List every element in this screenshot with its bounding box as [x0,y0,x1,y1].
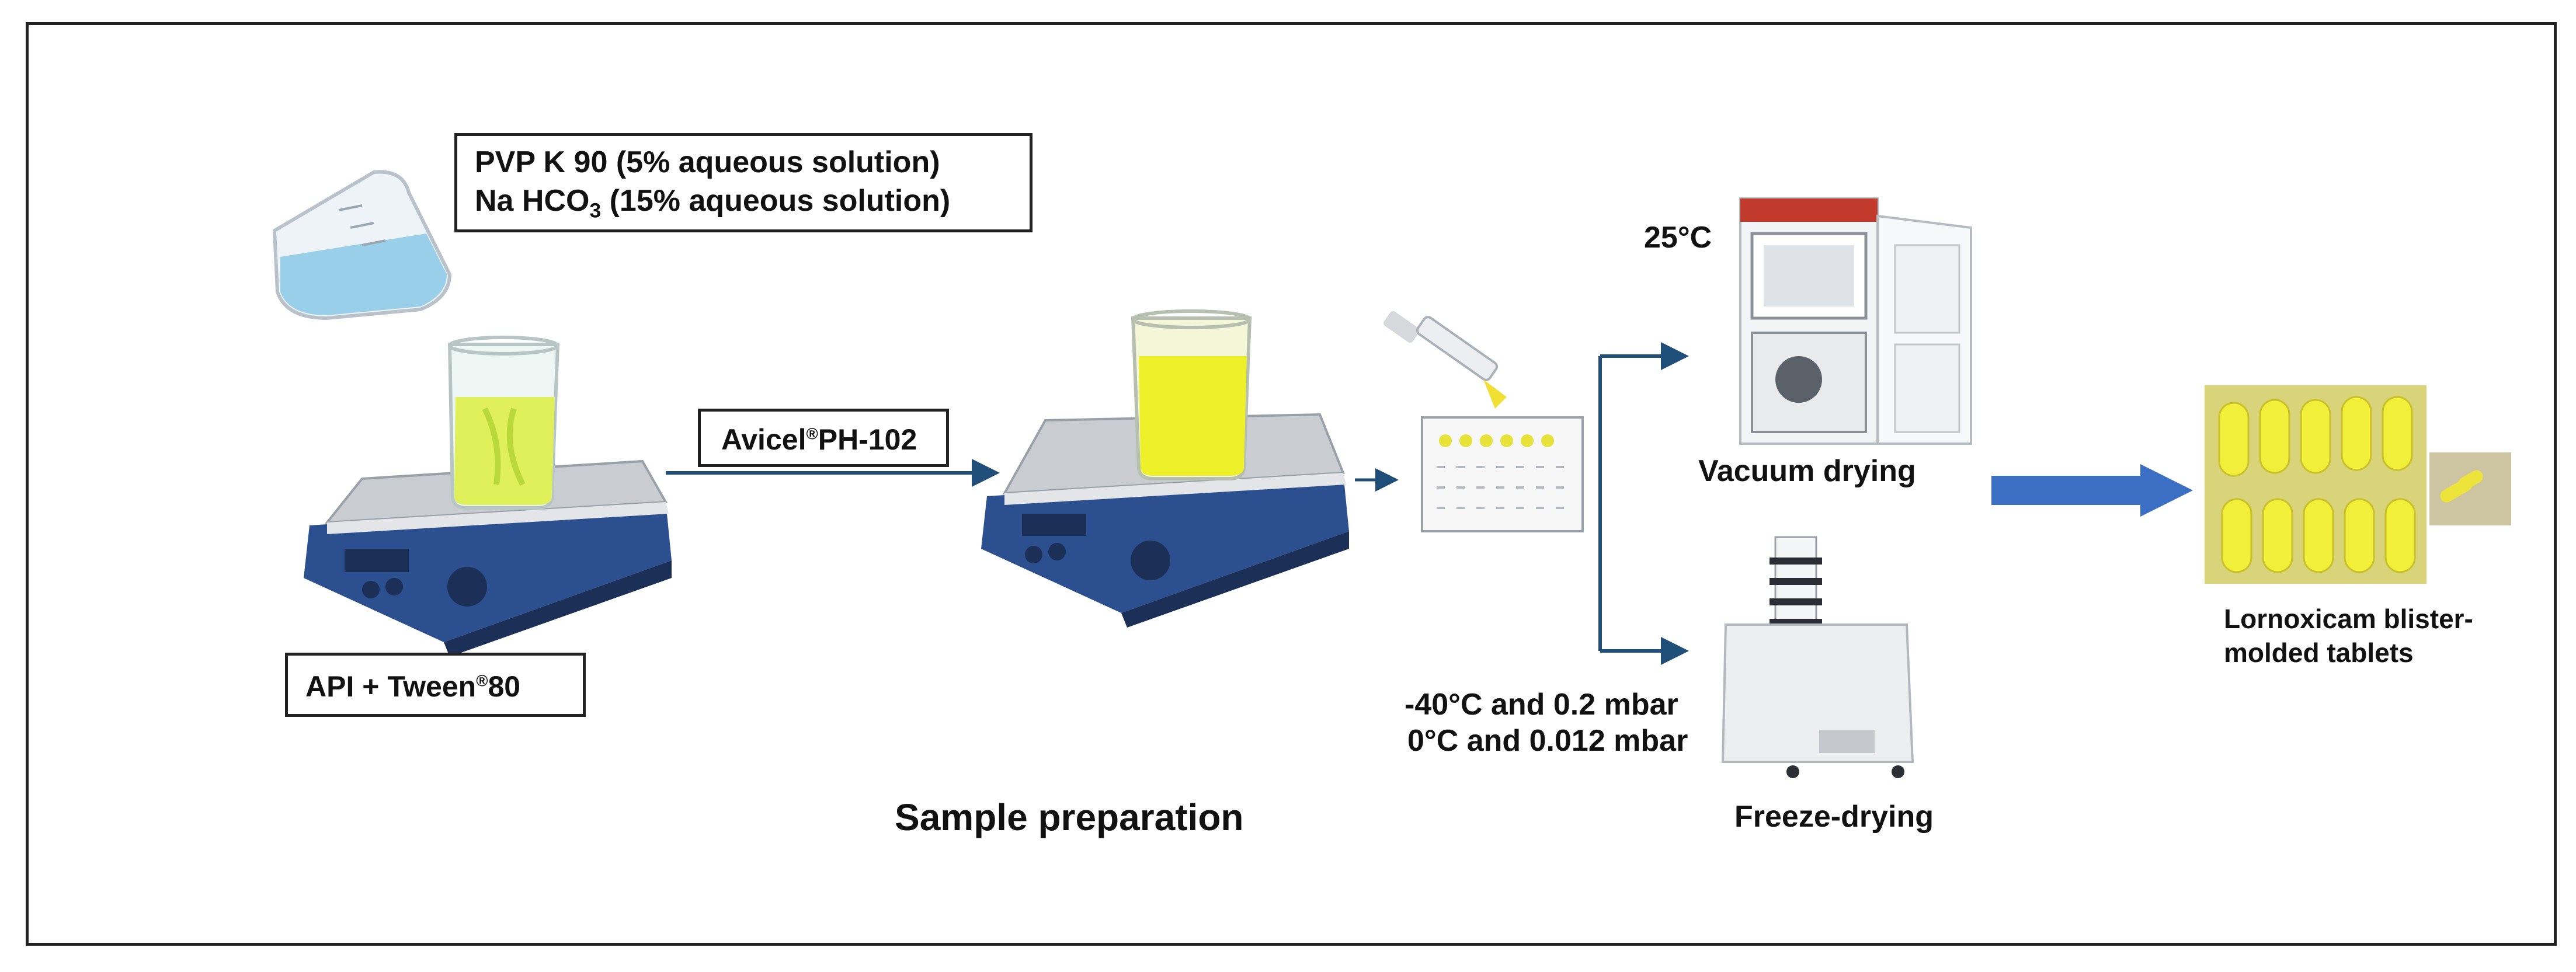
product-label-line2: molded tablets [2224,637,2414,668]
reagents-box: PVP K 90 (5% aqueous solution) Na HCO3 (… [454,133,1033,232]
stage-title: Sample preparation [895,796,1244,838]
blister-tray-icon [1421,416,1584,532]
product-label-line1: Lornoxicam blister- [2224,604,2473,634]
pouring-beaker-icon [272,170,452,320]
figure-border [26,22,2557,946]
freeze-condition-1: -40°C and 0.2 mbar [1405,688,1678,722]
pvp-label: PVP K 90 (5% aqueous solution) [475,145,940,179]
nahco3-label: Na HCO3 (15% aqueous solution) [475,184,951,222]
avicel-box: Avicel®PH-102 [698,409,949,467]
api-box: API + Tween®80 [285,653,586,717]
beaker-yellow-solution-icon [1131,309,1252,480]
magnetic-stirrer-icon-2 [981,413,1349,628]
magnetic-stirrer-icon-1 [304,459,672,657]
vacuum-drying-label: Vacuum drying [1698,454,1916,488]
arrow-to-tablets [1991,464,2193,517]
temperature-25-label: 25°C [1644,221,1712,255]
api-tween-label: API + Tween®80 [305,670,521,703]
beaker-mixing-icon [447,336,560,510]
freeze-dryer-icon [1721,536,1914,778]
vacuum-oven-icon [1739,197,1972,445]
freeze-condition-2: 0°C and 0.012 mbar [1407,724,1688,758]
dropper-icon [1383,311,1507,409]
branch-arrows [1598,342,1689,665]
freeze-drying-label: Freeze-drying [1734,800,1934,834]
tablets-blister-icon [2205,385,2511,584]
avicel-label: Avicel®PH-102 [721,423,917,456]
